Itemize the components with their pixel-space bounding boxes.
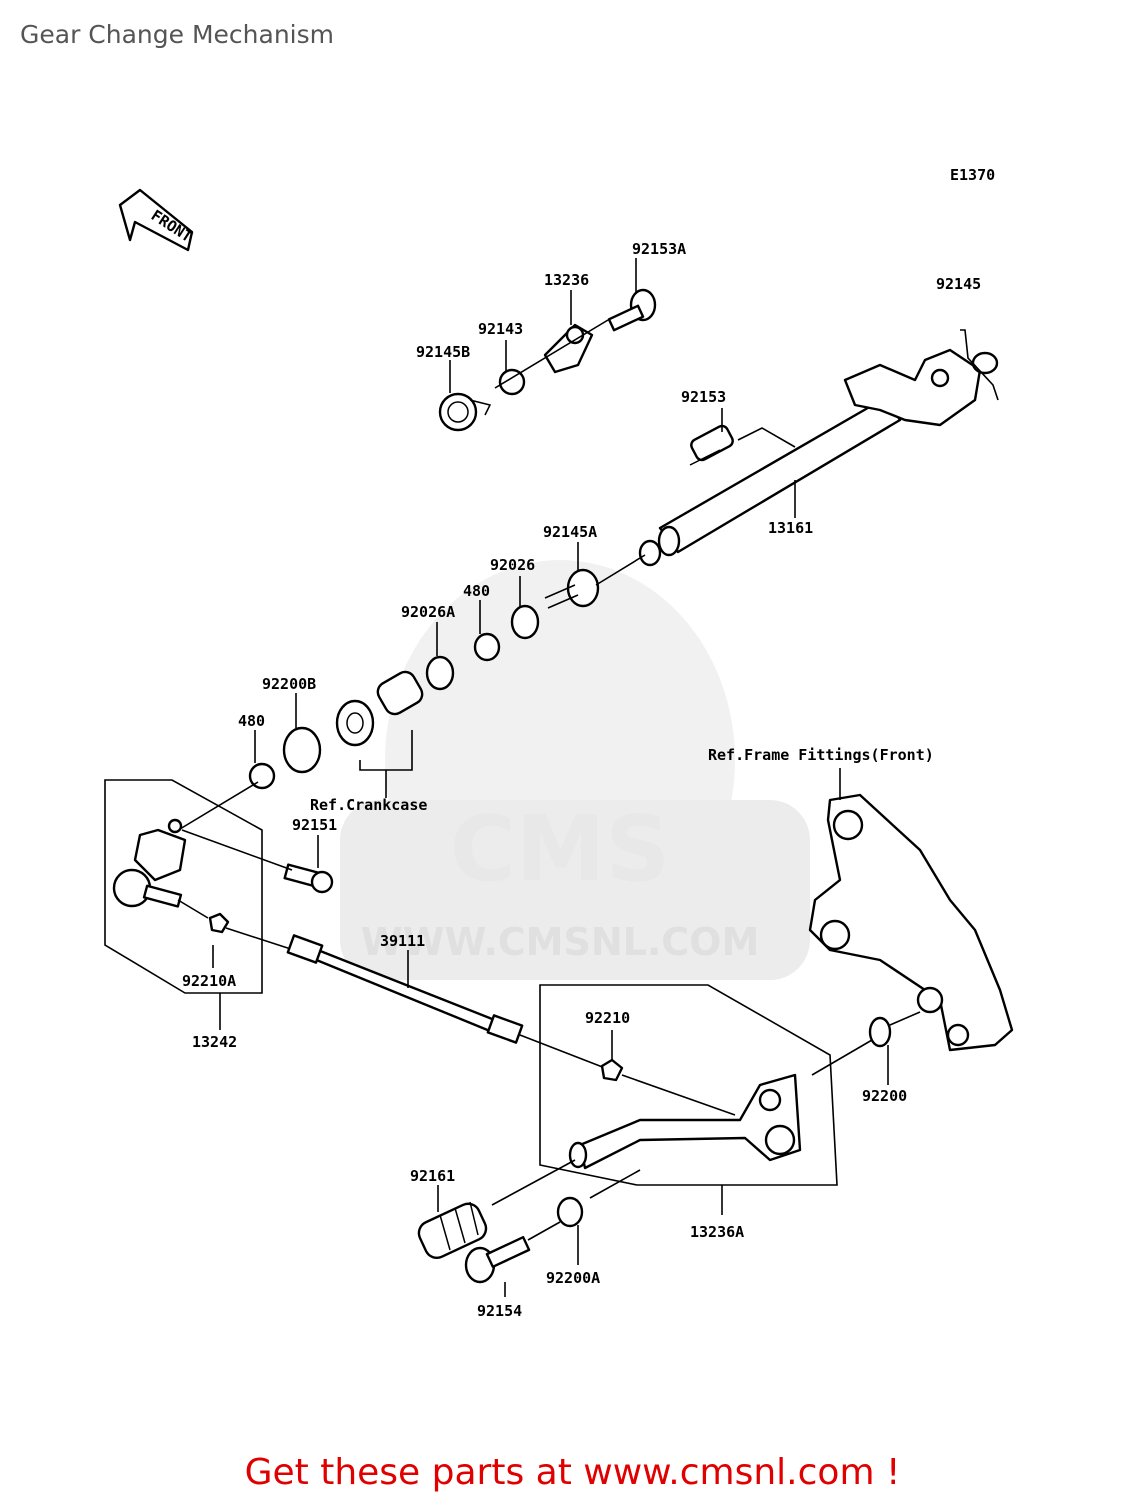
label-92145: 92145 — [936, 275, 981, 293]
bolt-92151 — [283, 863, 334, 894]
arm-13242 — [112, 818, 187, 908]
spring-92145B — [438, 392, 492, 432]
label-92145B: 92145B — [416, 343, 470, 361]
front-arrow-icon: FRONT — [118, 188, 195, 252]
label-92153: 92153 — [681, 388, 726, 406]
nut-92210 — [600, 1058, 624, 1082]
footpeg-rubber-92161 — [417, 1201, 488, 1259]
watermark: CMS WWW.CMSNL.COM — [340, 560, 810, 980]
label-92151: 92151 — [292, 816, 337, 834]
label-92153A: 92153A — [632, 240, 686, 258]
shift-pedal-13236A — [568, 1073, 802, 1170]
washer-92200B — [282, 726, 322, 774]
ref-crankcase: Ref.Crankcase — [310, 796, 427, 814]
washer-92026 — [510, 604, 540, 640]
label-92161: 92161 — [410, 1167, 455, 1185]
oil-seal — [335, 699, 375, 747]
label-92210A: 92210A — [182, 972, 236, 990]
spring-92145 — [971, 351, 999, 375]
tie-rod-39111 — [286, 934, 524, 1044]
label-39111: 39111 — [380, 932, 425, 950]
label-13236: 13236 — [544, 271, 589, 289]
bolt-92154 — [464, 1236, 531, 1284]
label-92200: 92200 — [862, 1087, 907, 1105]
label-13242: 13242 — [192, 1033, 237, 1051]
label-92154: 92154 — [477, 1302, 522, 1320]
needle-bearing — [376, 670, 424, 716]
ref-frame-fittings: Ref.Frame Fittings(Front) — [708, 746, 934, 764]
lever-13236 — [543, 323, 594, 374]
label-13161: 13161 — [768, 519, 813, 537]
leader-lines — [212, 258, 889, 1297]
nut-92210A — [208, 912, 230, 934]
bolt-92153 — [689, 424, 734, 466]
frame-fitting — [808, 793, 1014, 1052]
watermark-brand: CMS — [450, 797, 670, 902]
footer-link[interactable]: Get these parts at www.cmsnl.com ! — [244, 1452, 901, 1493]
watermark-url: WWW.CMSNL.COM — [361, 920, 760, 964]
washer-92026A — [425, 655, 455, 691]
washer-92200A — [556, 1196, 584, 1228]
collar-92143 — [498, 368, 526, 396]
label-92026: 92026 — [490, 556, 535, 574]
page-title: Gear Change Mechanism — [20, 20, 334, 49]
bolt-92153A — [607, 288, 657, 332]
label-92026A: 92026A — [401, 603, 455, 621]
diagram-code: E1370 — [950, 166, 995, 184]
part-labels: 92153A 13236 92143 92145B 92145 92153 13… — [182, 240, 981, 1320]
label-92200B: 92200B — [262, 675, 316, 693]
circlip-480b — [248, 762, 276, 790]
label-92210: 92210 — [585, 1009, 630, 1027]
circlip-480a — [473, 632, 501, 662]
label-13236A: 13236A — [690, 1223, 744, 1241]
label-92200A: 92200A — [546, 1269, 600, 1287]
spring-92145A — [544, 568, 600, 609]
washer-92200 — [868, 1016, 892, 1048]
label-92143: 92143 — [478, 320, 523, 338]
label-480b: 480 — [238, 712, 265, 730]
label-480a: 480 — [463, 582, 490, 600]
shift-shaft — [638, 348, 982, 567]
label-92145A: 92145A — [543, 523, 597, 541]
